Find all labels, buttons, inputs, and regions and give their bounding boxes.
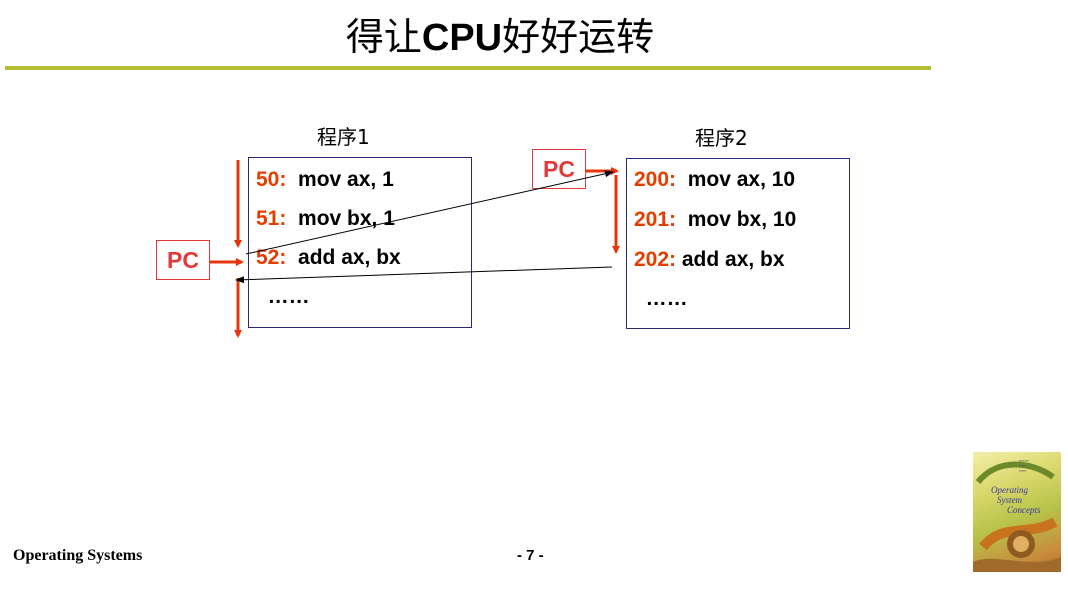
program2-ellipsis: …… <box>634 287 688 310</box>
book-cover-authors: ▪▪▪▪▪▪▪▪▪▪▪▪▪▪▪▪ <box>1019 458 1029 473</box>
switch-arrow-back-to-program1 <box>235 266 613 284</box>
title-underline <box>5 66 931 70</box>
program1-line: 51: mov bx, 1 <box>256 207 395 230</box>
program1-ellipsis: …… <box>256 285 310 308</box>
program2-box <box>626 158 850 329</box>
program1-box <box>248 157 472 328</box>
program1-label: 程序1 <box>317 125 370 149</box>
slide-title: 得让CPU好好运转 <box>345 15 655 59</box>
book-title-line2: System <box>997 495 1022 505</box>
program2-line: 202: add ax, bx <box>634 248 785 271</box>
book-cover-art <box>973 461 1061 572</box>
book-title-line1: Operating <box>991 485 1028 495</box>
program2-line: 201: mov bx, 10 <box>634 208 797 231</box>
switch-arrow-to-program2 <box>245 170 614 255</box>
book-title-line3: Concepts <box>1007 505 1041 515</box>
program1-line: 52: add ax, bx <box>256 246 401 269</box>
program2-line: 200: mov ax, 10 <box>634 168 796 191</box>
pc-label-left: PC <box>156 240 210 280</box>
pc-label-right: PC <box>532 149 586 189</box>
book-cover-image: ▪▪▪▪▪▪▪▪▪▪▪▪▪▪▪▪ Operating System Concep… <box>973 452 1061 572</box>
footer-course-name: Operating Systems <box>13 547 143 564</box>
program1-line: 50: mov ax, 1 <box>256 168 394 191</box>
page-number: - 7 - <box>517 547 544 564</box>
program2-label: 程序2 <box>695 126 748 150</box>
